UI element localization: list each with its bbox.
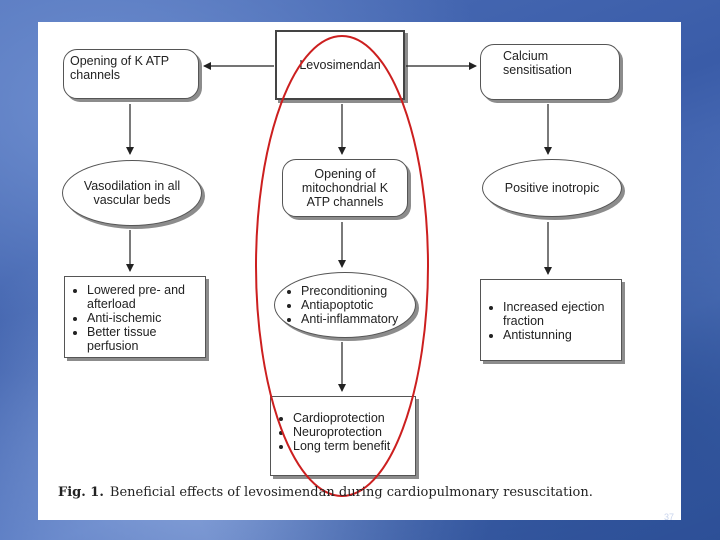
figure-caption: Fig. 1. Beneficial effects of levosimenda… [58, 485, 593, 500]
list-item: Long term benefit [293, 439, 409, 453]
figure-caption-text: Beneficial effects of levosimendan durin… [109, 485, 593, 500]
mito-box: Opening of mitochondrial K ATP channels [282, 159, 408, 217]
list-item: Better tissue perfusion [87, 325, 199, 353]
katp-text: Opening of K ATP channels [70, 54, 169, 82]
highlight-ellipse [255, 35, 429, 497]
bottom-effects-box: Cardioprotection Neuroprotection Long te… [270, 396, 416, 476]
list-item: Cardioprotection [293, 411, 409, 425]
levosimendan-text: Levosimendan [299, 58, 381, 72]
inotropic-oval: Positive inotropic [482, 159, 622, 217]
figure-label: Fig. 1. [58, 485, 104, 500]
vasodilation-text: Vasodilation in all vascular beds [83, 179, 181, 207]
slide: Opening of K ATP channels Levosimendan C… [38, 22, 681, 520]
list-item: Neuroprotection [293, 425, 409, 439]
bottom-effects-list: Cardioprotection Neuroprotection Long te… [277, 411, 409, 453]
left-effects-box: Lowered pre- and afterload Anti-ischemic… [64, 276, 206, 358]
vasodilation-oval: Vasodilation in all vascular beds [62, 160, 202, 226]
katp-box: Opening of K ATP channels [63, 49, 199, 99]
connectors [126, 35, 552, 497]
right-effects-box: Increased ejection fraction Antistunning [480, 279, 622, 361]
mito-text: Opening of mitochondrial K ATP channels [301, 167, 389, 209]
right-effects-list: Increased ejection fraction Antistunning [487, 300, 615, 342]
left-effects-list: Lowered pre- and afterload Anti-ischemic… [71, 283, 199, 353]
list-item: Antistunning [503, 328, 615, 342]
calcium-text: Calcium sensitisation [503, 49, 572, 77]
slide-number: 37 [664, 512, 675, 522]
mid-effects-list: Preconditioning Antiapoptotic Anti-infla… [285, 284, 398, 326]
list-item: Preconditioning [301, 284, 398, 298]
list-item: Lowered pre- and afterload [87, 283, 199, 311]
mid-effects-oval: Preconditioning Antiapoptotic Anti-infla… [274, 272, 416, 338]
inotropic-text: Positive inotropic [504, 181, 600, 195]
list-item: Increased ejection fraction [503, 300, 615, 328]
list-item: Antiapoptotic [301, 298, 398, 312]
calcium-box: Calcium sensitisation [480, 44, 620, 100]
list-item: Anti-ischemic [87, 311, 199, 325]
list-item: Anti-inflammatory [301, 312, 398, 326]
